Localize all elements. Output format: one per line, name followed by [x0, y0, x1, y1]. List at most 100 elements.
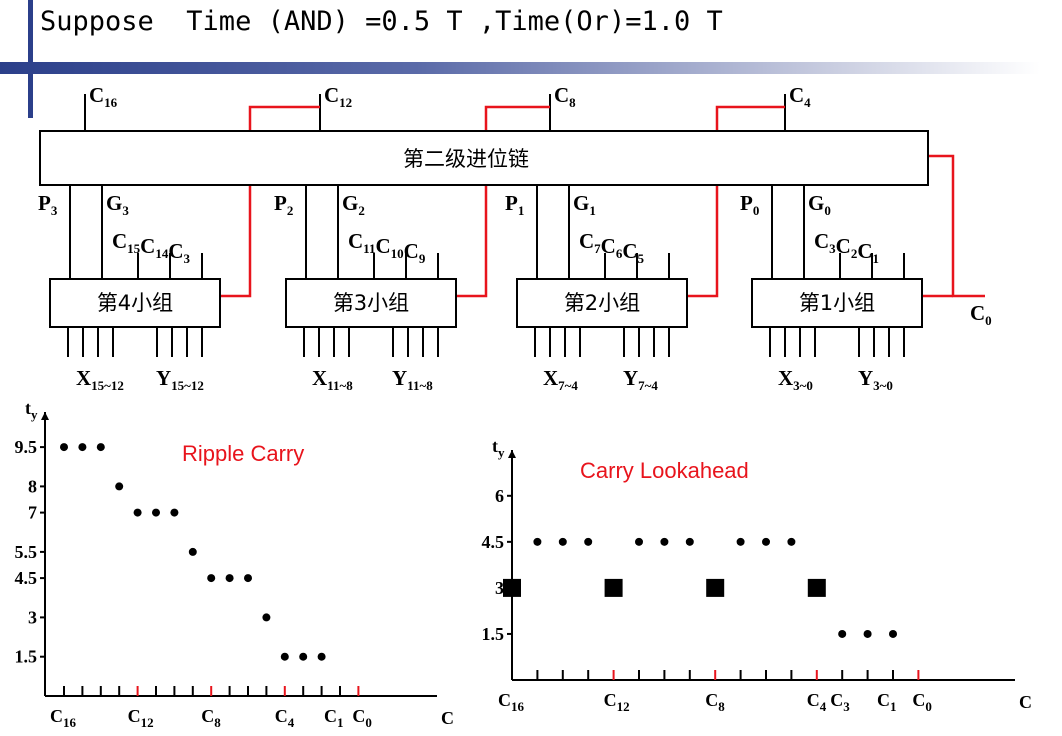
- slide-title: Suppose Time (AND) =0.5 T ,Time(Or)=1.0 …: [40, 6, 723, 37]
- data-point: [78, 443, 87, 452]
- accent-bar-top: [0, 62, 1040, 74]
- top-output-label-c12: C12: [324, 83, 352, 110]
- data-point: [838, 629, 847, 638]
- red-carry-wire: [220, 105, 320, 298]
- accent-bar-left: [28, 0, 33, 118]
- data-point: [188, 547, 197, 556]
- data-point: [584, 537, 593, 546]
- data-point: [299, 652, 308, 661]
- data-point: [635, 537, 643, 546]
- wire-layer: [67, 94, 905, 357]
- y-tick-label: 7: [28, 503, 37, 523]
- p-label: P3: [38, 191, 58, 218]
- x-axis-label: C: [1019, 692, 1032, 712]
- data-point-square: [503, 578, 521, 597]
- chart-title: Ripple Carry: [182, 441, 304, 466]
- y-tick-label: 6: [495, 486, 504, 506]
- y-input-label: Y11~8: [392, 366, 433, 393]
- data-point: [889, 629, 897, 638]
- carry-in-labels: C11C10C9: [348, 229, 426, 266]
- y-axis-label: ty: [25, 398, 38, 422]
- y-input-label: Y3~0: [858, 366, 893, 393]
- x-input-label: X3~0: [778, 366, 813, 393]
- y-tick-label: 5.5: [15, 542, 38, 562]
- data-point: [60, 443, 68, 452]
- data-point: [736, 537, 745, 546]
- y-tick-label: 4.5: [15, 568, 38, 588]
- x-tick-label-c8: C8: [201, 706, 221, 730]
- data-point: [787, 537, 796, 546]
- g-label: G3: [106, 191, 129, 218]
- y-tick-label: 1.5: [15, 647, 38, 667]
- y-axis-arrow: [508, 450, 516, 458]
- y-axis-label: ty: [492, 436, 505, 460]
- y-tick-label: 3: [28, 607, 37, 627]
- data-point: [317, 652, 326, 661]
- x-tick-label-c12: C12: [128, 706, 154, 730]
- second-level-carry-chain-box: [39, 130, 929, 186]
- data-point: [115, 482, 124, 491]
- top-output-label-c4: C4: [789, 83, 811, 110]
- red-c0-wire: [928, 154, 985, 298]
- data-point: [244, 574, 252, 583]
- data-point: [863, 629, 872, 638]
- y-tick-label: 1.5: [482, 624, 505, 644]
- y-tick-label: 3: [495, 578, 504, 598]
- y-axis-arrow: [41, 412, 49, 420]
- data-point: [133, 508, 142, 517]
- data-point-square: [604, 578, 623, 597]
- x-axis-label: C: [441, 708, 454, 728]
- chart-title: Carry Lookahead: [580, 458, 749, 483]
- group-label: 第1小组: [799, 291, 875, 315]
- group-label: 第4小组: [97, 291, 173, 315]
- carry-in-labels: C3C2C1: [814, 229, 879, 266]
- x-tick-label-c4: C4: [275, 706, 295, 730]
- group-box: [49, 278, 221, 328]
- y-tick-label: 9.5: [15, 437, 38, 457]
- data-point: [280, 652, 289, 661]
- y-tick-label: 4.5: [482, 532, 505, 552]
- x-tick-label-c0: C0: [352, 706, 372, 730]
- data-point: [660, 537, 669, 546]
- x-input-label: X15~12: [76, 366, 124, 393]
- x-tick-label-c8: C8: [705, 690, 725, 714]
- g-label: G2: [342, 191, 365, 218]
- group-box: [516, 278, 688, 328]
- group-box: [285, 278, 457, 328]
- y-input-label: Y15~12: [156, 366, 204, 393]
- x-tick-label-c1: C1: [324, 706, 344, 730]
- c0-label: C0: [970, 301, 992, 328]
- x-input-label: X7~4: [543, 366, 578, 393]
- data-point: [533, 537, 542, 546]
- data-point: [685, 537, 694, 546]
- x-tick-label-c16: C16: [50, 706, 77, 730]
- carry-in-labels: C7C6C5: [579, 229, 645, 266]
- data-point: [558, 537, 567, 546]
- group-box: [751, 278, 923, 328]
- x-tick-label-c1: C1: [877, 690, 897, 714]
- data-point-square: [807, 578, 826, 597]
- g-label: G1: [573, 191, 596, 218]
- data-point: [762, 537, 770, 546]
- x-tick-label-c3: C3: [830, 690, 850, 714]
- p-label: P0: [740, 191, 759, 218]
- red-wire-layer: [220, 105, 985, 298]
- data-point: [170, 508, 179, 517]
- x-tick-label-c0: C0: [912, 690, 932, 714]
- x-input-label: X11~8: [312, 366, 353, 393]
- p-label: P1: [505, 191, 524, 218]
- group-label: 第2小组: [564, 291, 640, 315]
- p-label: P2: [274, 191, 293, 218]
- carry-chain-label: 第二级进位链: [403, 147, 529, 171]
- data-point: [225, 574, 234, 583]
- y-tick-label: 8: [28, 476, 37, 496]
- x-tick-label-c16: C16: [498, 690, 525, 714]
- red-carry-wire: [687, 105, 785, 298]
- carry-in-labels: C15C14C3: [112, 229, 191, 266]
- data-point: [262, 613, 271, 622]
- data-point: [207, 574, 216, 583]
